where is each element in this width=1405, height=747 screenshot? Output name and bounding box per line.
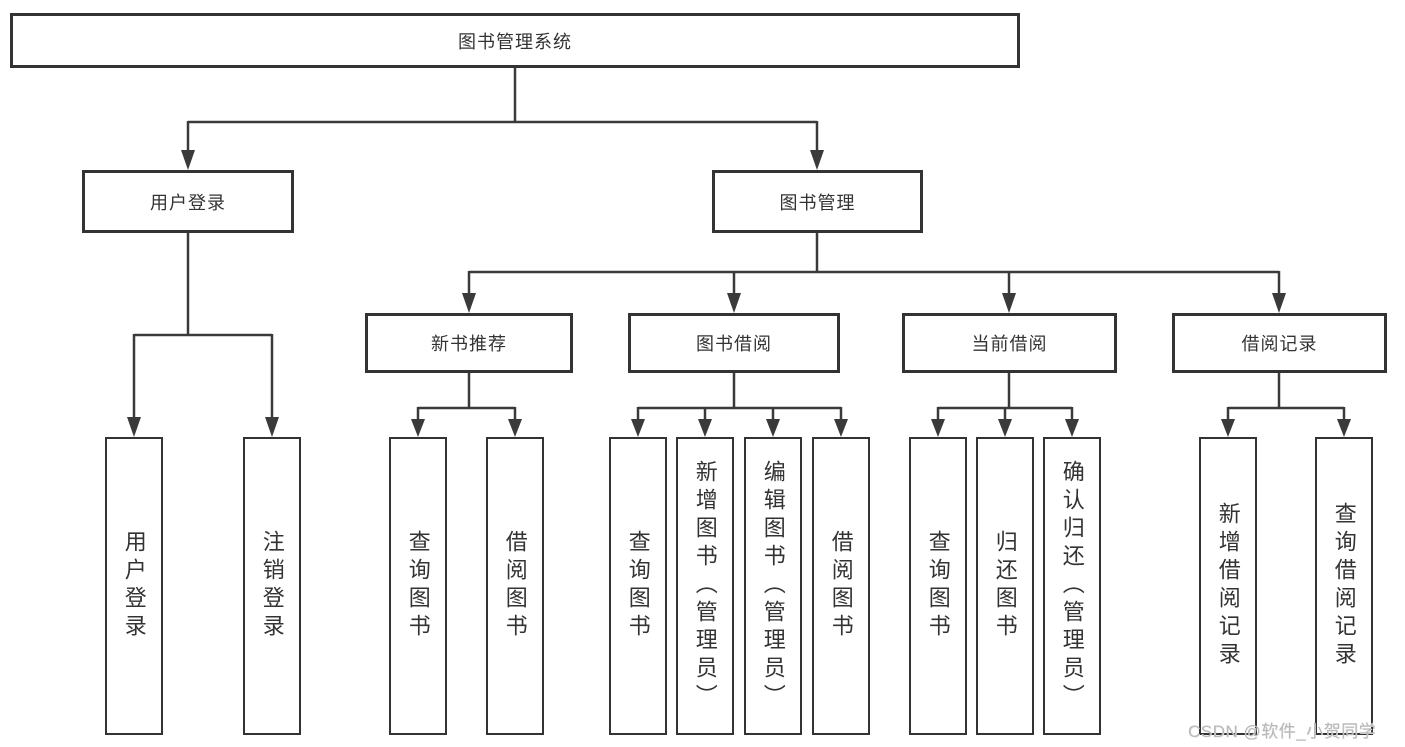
leaf-borrow-books-recommend: 借阅图书 xyxy=(486,437,544,735)
leaf-logout: 注销登录 xyxy=(243,437,301,735)
leaf-label: 查询图书 xyxy=(405,530,431,642)
leaf-query-books-borrow: 查询图书 xyxy=(609,437,667,735)
leaf-label: 新增图书（管理员） xyxy=(692,460,718,712)
leaf-label: 查询借阅记录 xyxy=(1331,502,1357,670)
node-book-management: 图书管理 xyxy=(712,170,923,233)
leaf-label: 编辑图书（管理员） xyxy=(760,460,786,712)
leaf-label: 用户登录 xyxy=(121,530,147,642)
leaf-return-books: 归还图书 xyxy=(976,437,1034,735)
node-root-system: 图书管理系统 xyxy=(10,13,1020,68)
leaf-label: 确认归还（管理员） xyxy=(1059,460,1085,712)
leaf-edit-books-admin: 编辑图书（管理员） xyxy=(744,437,802,735)
leaf-add-books-admin: 新增图书（管理员） xyxy=(676,437,734,735)
leaf-borrow-books: 借阅图书 xyxy=(812,437,870,735)
leaf-query-books-current: 查询图书 xyxy=(909,437,967,735)
leaf-label: 查询图书 xyxy=(625,530,651,642)
leaf-add-borrow-record: 新增借阅记录 xyxy=(1199,437,1257,735)
leaf-label: 借阅图书 xyxy=(828,530,854,642)
node-label: 图书借阅 xyxy=(696,334,772,354)
leaf-query-books-recommend: 查询图书 xyxy=(389,437,447,735)
node-current-borrow: 当前借阅 xyxy=(902,313,1117,373)
leaf-query-borrow-record: 查询借阅记录 xyxy=(1315,437,1373,735)
node-user-login: 用户登录 xyxy=(82,170,294,233)
leaf-label: 借阅图书 xyxy=(502,530,528,642)
node-borrow-records: 借阅记录 xyxy=(1172,313,1387,373)
leaf-label: 归还图书 xyxy=(992,530,1018,642)
csdn-watermark: CSDN @软件_小贺同学 xyxy=(1188,722,1377,741)
leaf-user-login: 用户登录 xyxy=(105,437,163,735)
leaf-confirm-return-admin: 确认归还（管理员） xyxy=(1043,437,1101,735)
node-label: 新书推荐 xyxy=(431,334,507,354)
node-label: 借阅记录 xyxy=(1241,334,1318,354)
node-book-borrow: 图书借阅 xyxy=(628,313,840,373)
node-label: 图书管理 xyxy=(779,192,856,213)
node-label: 当前借阅 xyxy=(971,334,1048,354)
leaf-label: 查询图书 xyxy=(925,530,951,642)
node-label: 用户登录 xyxy=(150,192,226,213)
leaf-label: 新增借阅记录 xyxy=(1215,502,1241,670)
node-label: 图书管理系统 xyxy=(458,31,572,52)
leaf-label: 注销登录 xyxy=(259,530,285,642)
node-new-book-recommend: 新书推荐 xyxy=(365,313,573,373)
